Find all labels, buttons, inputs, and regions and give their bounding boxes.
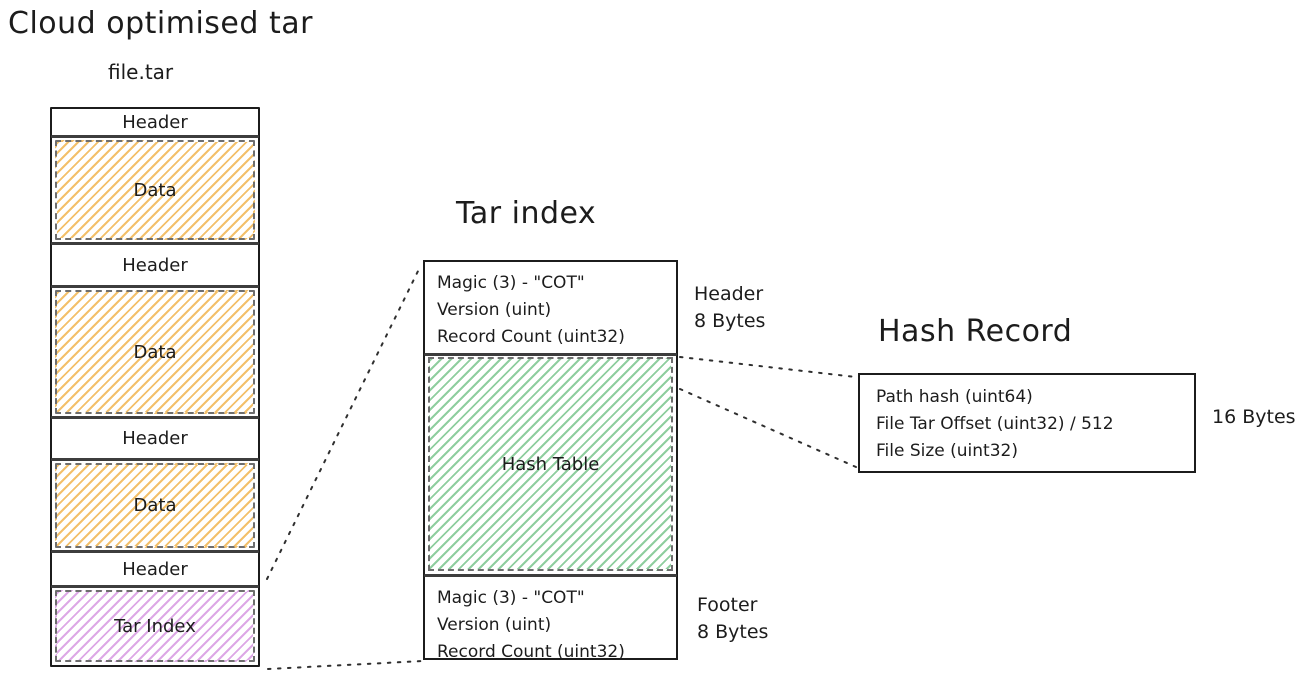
segment-label: Data — [133, 179, 177, 201]
field-line: Version (uint) — [437, 615, 552, 635]
annotation-line: 8 Bytes — [694, 310, 766, 332]
annotation-line: Header — [694, 283, 764, 305]
segment-label: Tar Index — [114, 615, 196, 637]
field-line: Record Count (uint32) — [437, 642, 625, 662]
field-line: Record Count (uint32) — [437, 327, 625, 347]
footer-bytes-annotation: Footer 8 Bytes — [697, 592, 768, 646]
tar-file-box: Header Data Header Data Header Data Head… — [50, 107, 260, 667]
annotation-line: 8 Bytes — [697, 621, 769, 643]
tar-index-footer-fields: Magic (3) - "COT" Version (uint) Record … — [425, 577, 676, 666]
segment-divider — [51, 135, 259, 138]
annotation-line: Footer — [697, 594, 758, 616]
tar-index-box: Magic (3) - "COT" Version (uint) Record … — [423, 260, 678, 662]
field-line: File Tar Offset (uint32) / 512 — [876, 414, 1114, 434]
segment-label: Data — [133, 341, 177, 363]
tar-segment-data: Data — [55, 290, 255, 414]
page-title: Cloud optimised tar — [8, 6, 313, 41]
tar-segment-tar-index: Tar Index — [55, 590, 255, 662]
segment-divider — [51, 416, 259, 419]
file-tar-caption: file.tar — [108, 60, 174, 84]
tar-index-header-fields: Magic (3) - "COT" Version (uint) Record … — [425, 262, 676, 351]
tar-segment-header: Header — [52, 553, 258, 585]
segment-label: Header — [122, 254, 188, 276]
hash-record-bytes-annotation: 16 Bytes — [1212, 406, 1296, 428]
segment-divider — [51, 458, 259, 461]
hash-record-box: Path hash (uint64) File Tar Offset (uint… — [858, 373, 1196, 473]
tar-segment-header: Header — [52, 109, 258, 135]
segment-divider — [51, 285, 259, 288]
segment-divider — [51, 242, 259, 245]
connector-hashrecord-bottom — [679, 388, 857, 468]
field-line: Magic (3) - "COT" — [437, 588, 585, 608]
tar-segment-header: Header — [52, 245, 258, 285]
header-bytes-annotation: Header 8 Bytes — [694, 281, 765, 335]
connector-hashrecord-top — [679, 356, 857, 378]
tar-segment-data: Data — [55, 463, 255, 548]
field-line: Path hash (uint64) — [876, 387, 1033, 407]
segment-divider — [424, 353, 677, 356]
hash-table-segment: Hash Table — [428, 357, 673, 571]
tar-segment-data: Data — [55, 140, 255, 240]
field-line: Magic (3) - "COT" — [437, 273, 585, 293]
hash-table-label: Hash Table — [501, 453, 600, 475]
connector-tarindex-top — [266, 264, 422, 580]
segment-label: Header — [122, 428, 188, 449]
segment-divider — [424, 574, 677, 577]
segment-label: Data — [133, 495, 177, 516]
segment-divider — [51, 550, 259, 553]
tar-index-title: Tar index — [456, 196, 597, 231]
field-line: Version (uint) — [437, 300, 552, 320]
field-line: File Size (uint32) — [876, 441, 1018, 461]
segment-label: Header — [122, 111, 188, 133]
tar-segment-header: Header — [52, 419, 258, 458]
hash-record-title: Hash Record — [878, 314, 1073, 349]
segment-label: Header — [122, 558, 188, 580]
segment-divider — [51, 585, 259, 588]
connector-tarindex-bottom — [267, 660, 424, 670]
